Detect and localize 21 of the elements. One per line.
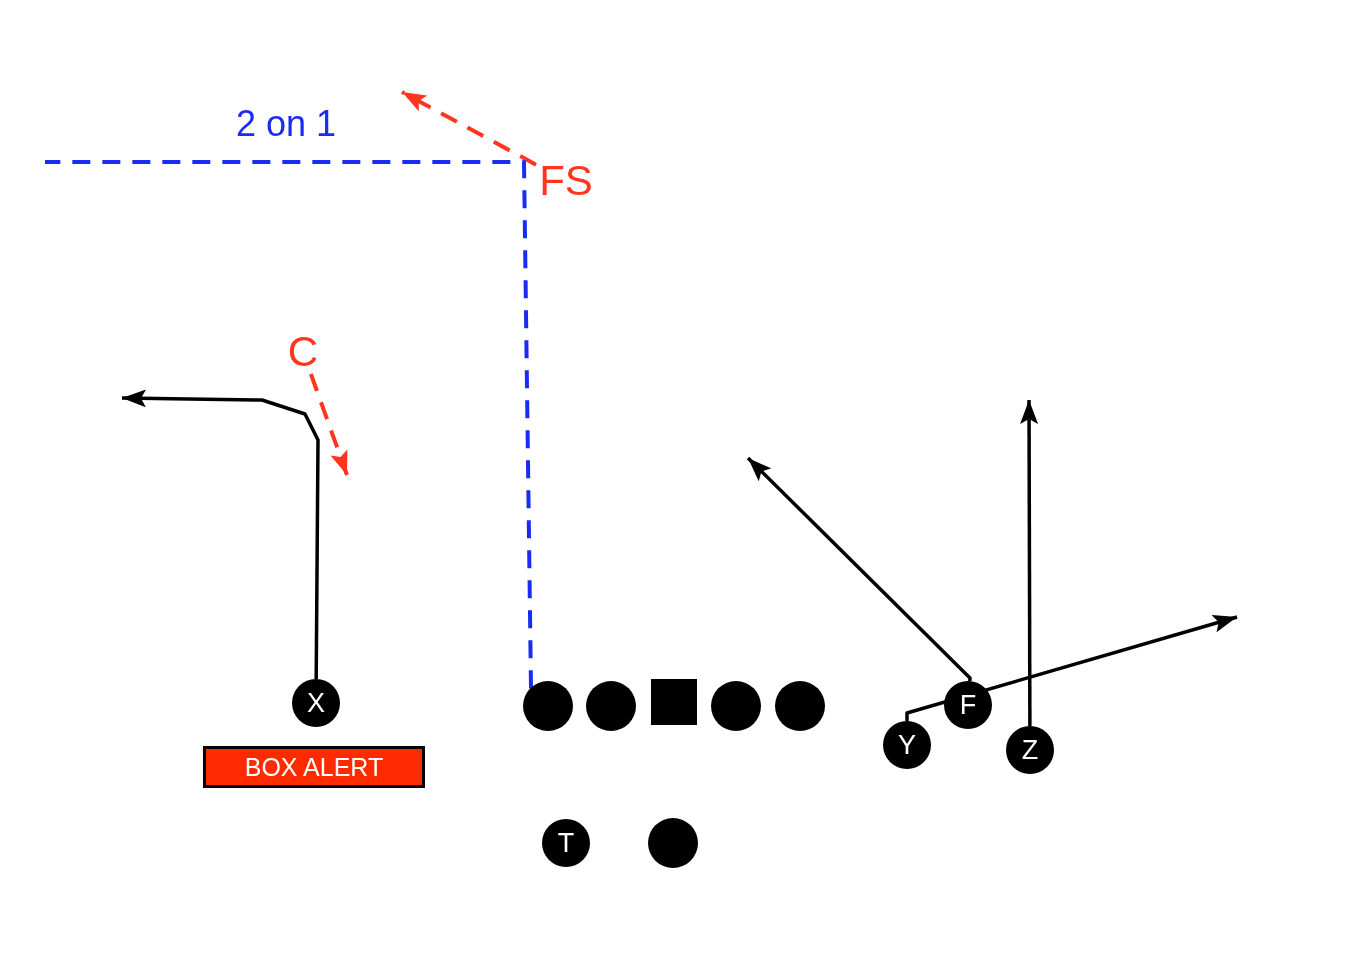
route-arrow (309, 373, 349, 476)
player-circle: T (542, 819, 590, 867)
route-arrow (121, 389, 320, 679)
player-circle: Z (1006, 726, 1054, 774)
player-circle (775, 681, 825, 731)
player-circle: X (292, 679, 340, 727)
route-arrow (905, 615, 1238, 721)
route-arrow (1020, 400, 1039, 726)
center-square (651, 679, 697, 725)
player-circle: Y (883, 721, 931, 769)
route-arrow (746, 456, 972, 682)
alert-banner: BOX ALERT (203, 746, 425, 788)
player-circle (648, 818, 698, 868)
route-line (45, 160, 533, 690)
player-circle (711, 681, 761, 731)
route-arrow (401, 90, 537, 167)
player-label: FS (536, 159, 596, 203)
player-circle: F (944, 681, 992, 729)
player-circle (586, 681, 636, 731)
player-label: C (285, 330, 321, 374)
player-circle (523, 681, 573, 731)
